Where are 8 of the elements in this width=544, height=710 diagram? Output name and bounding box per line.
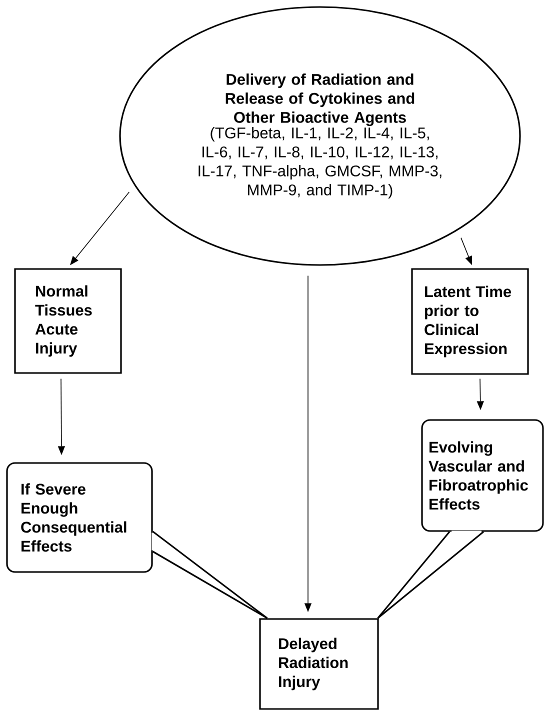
ellipse-node: Delivery of Radiation and Release of Cytokines and Other Bioactive Agents (TGF-beta, IL-1, IL-2, IL-4, IL-5, IL-6, IL-7, IL-8, IL-10, IL-12, IL-13, IL-17, TNF-alpha, GMCSF, MMP-3, MMP-9, and TIMP-1) — [119, 6, 521, 266]
callout-box: Evolving Vascular and Fibroatrophic Effects — [421, 419, 544, 532]
process-box: Latent Time prior to Clinical Expression — [411, 268, 529, 375]
process-box: Normal Tissues Acute Injury — [14, 268, 122, 374]
callout-tail — [152, 530, 268, 619]
callout-tail — [377, 530, 484, 619]
callout-box: If Severe Enough Consequential Effects — [6, 462, 153, 573]
process-box: Delayed Radiation Injury — [259, 618, 379, 710]
